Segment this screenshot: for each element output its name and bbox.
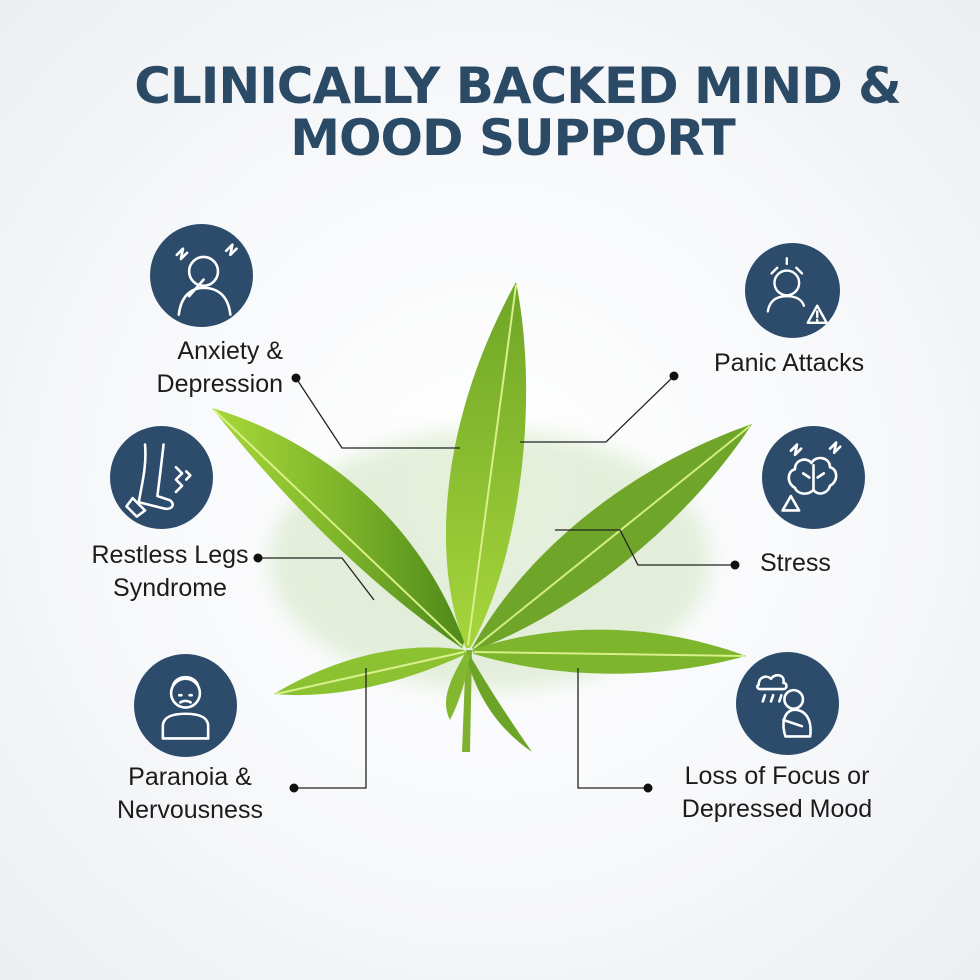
panic-alert-icon bbox=[745, 243, 840, 338]
benefit-restless-legs-line1: Restless Legs bbox=[91, 541, 249, 569]
benefit-stress-line1: Stress bbox=[760, 549, 831, 577]
benefit-paranoia-line1: Paranoia & bbox=[128, 763, 252, 791]
page-title: CLINICALLY BACKED MIND & MOOD SUPPORT bbox=[0, 60, 980, 164]
stressed-brain-icon bbox=[762, 426, 865, 529]
benefit-panic-line1: Panic Attacks bbox=[714, 349, 865, 377]
benefit-anxiety-line1: Anxiety & bbox=[177, 337, 283, 365]
benefit-focus-line2: Depressed Mood bbox=[681, 795, 873, 823]
benefit-focus-line1: Loss of Focus or bbox=[684, 762, 870, 790]
title-line-2: MOOD SUPPORT bbox=[290, 109, 735, 167]
benefit-focus-label: Loss of Focus or Depressed Mood bbox=[662, 760, 892, 826]
benefit-anxiety-line2: Depression bbox=[156, 370, 283, 398]
benefit-paranoia-line2: Nervousness bbox=[117, 796, 263, 824]
restless-legs-icon bbox=[110, 426, 213, 529]
nervous-person-icon bbox=[134, 654, 237, 757]
benefit-restless-legs-label: Restless Legs Syndrome bbox=[50, 539, 290, 605]
benefit-restless-legs-line2: Syndrome bbox=[113, 574, 227, 602]
benefit-stress-label: Stress bbox=[760, 547, 831, 580]
sad-rain-person-icon bbox=[736, 652, 839, 755]
headache-person-icon bbox=[150, 224, 253, 327]
title-line-1: CLINICALLY BACKED MIND & bbox=[134, 57, 902, 115]
benefit-paranoia-label: Paranoia & Nervousness bbox=[90, 761, 290, 827]
benefit-anxiety-label: Anxiety & Depression bbox=[80, 335, 283, 401]
benefit-panic-label: Panic Attacks bbox=[714, 347, 864, 380]
